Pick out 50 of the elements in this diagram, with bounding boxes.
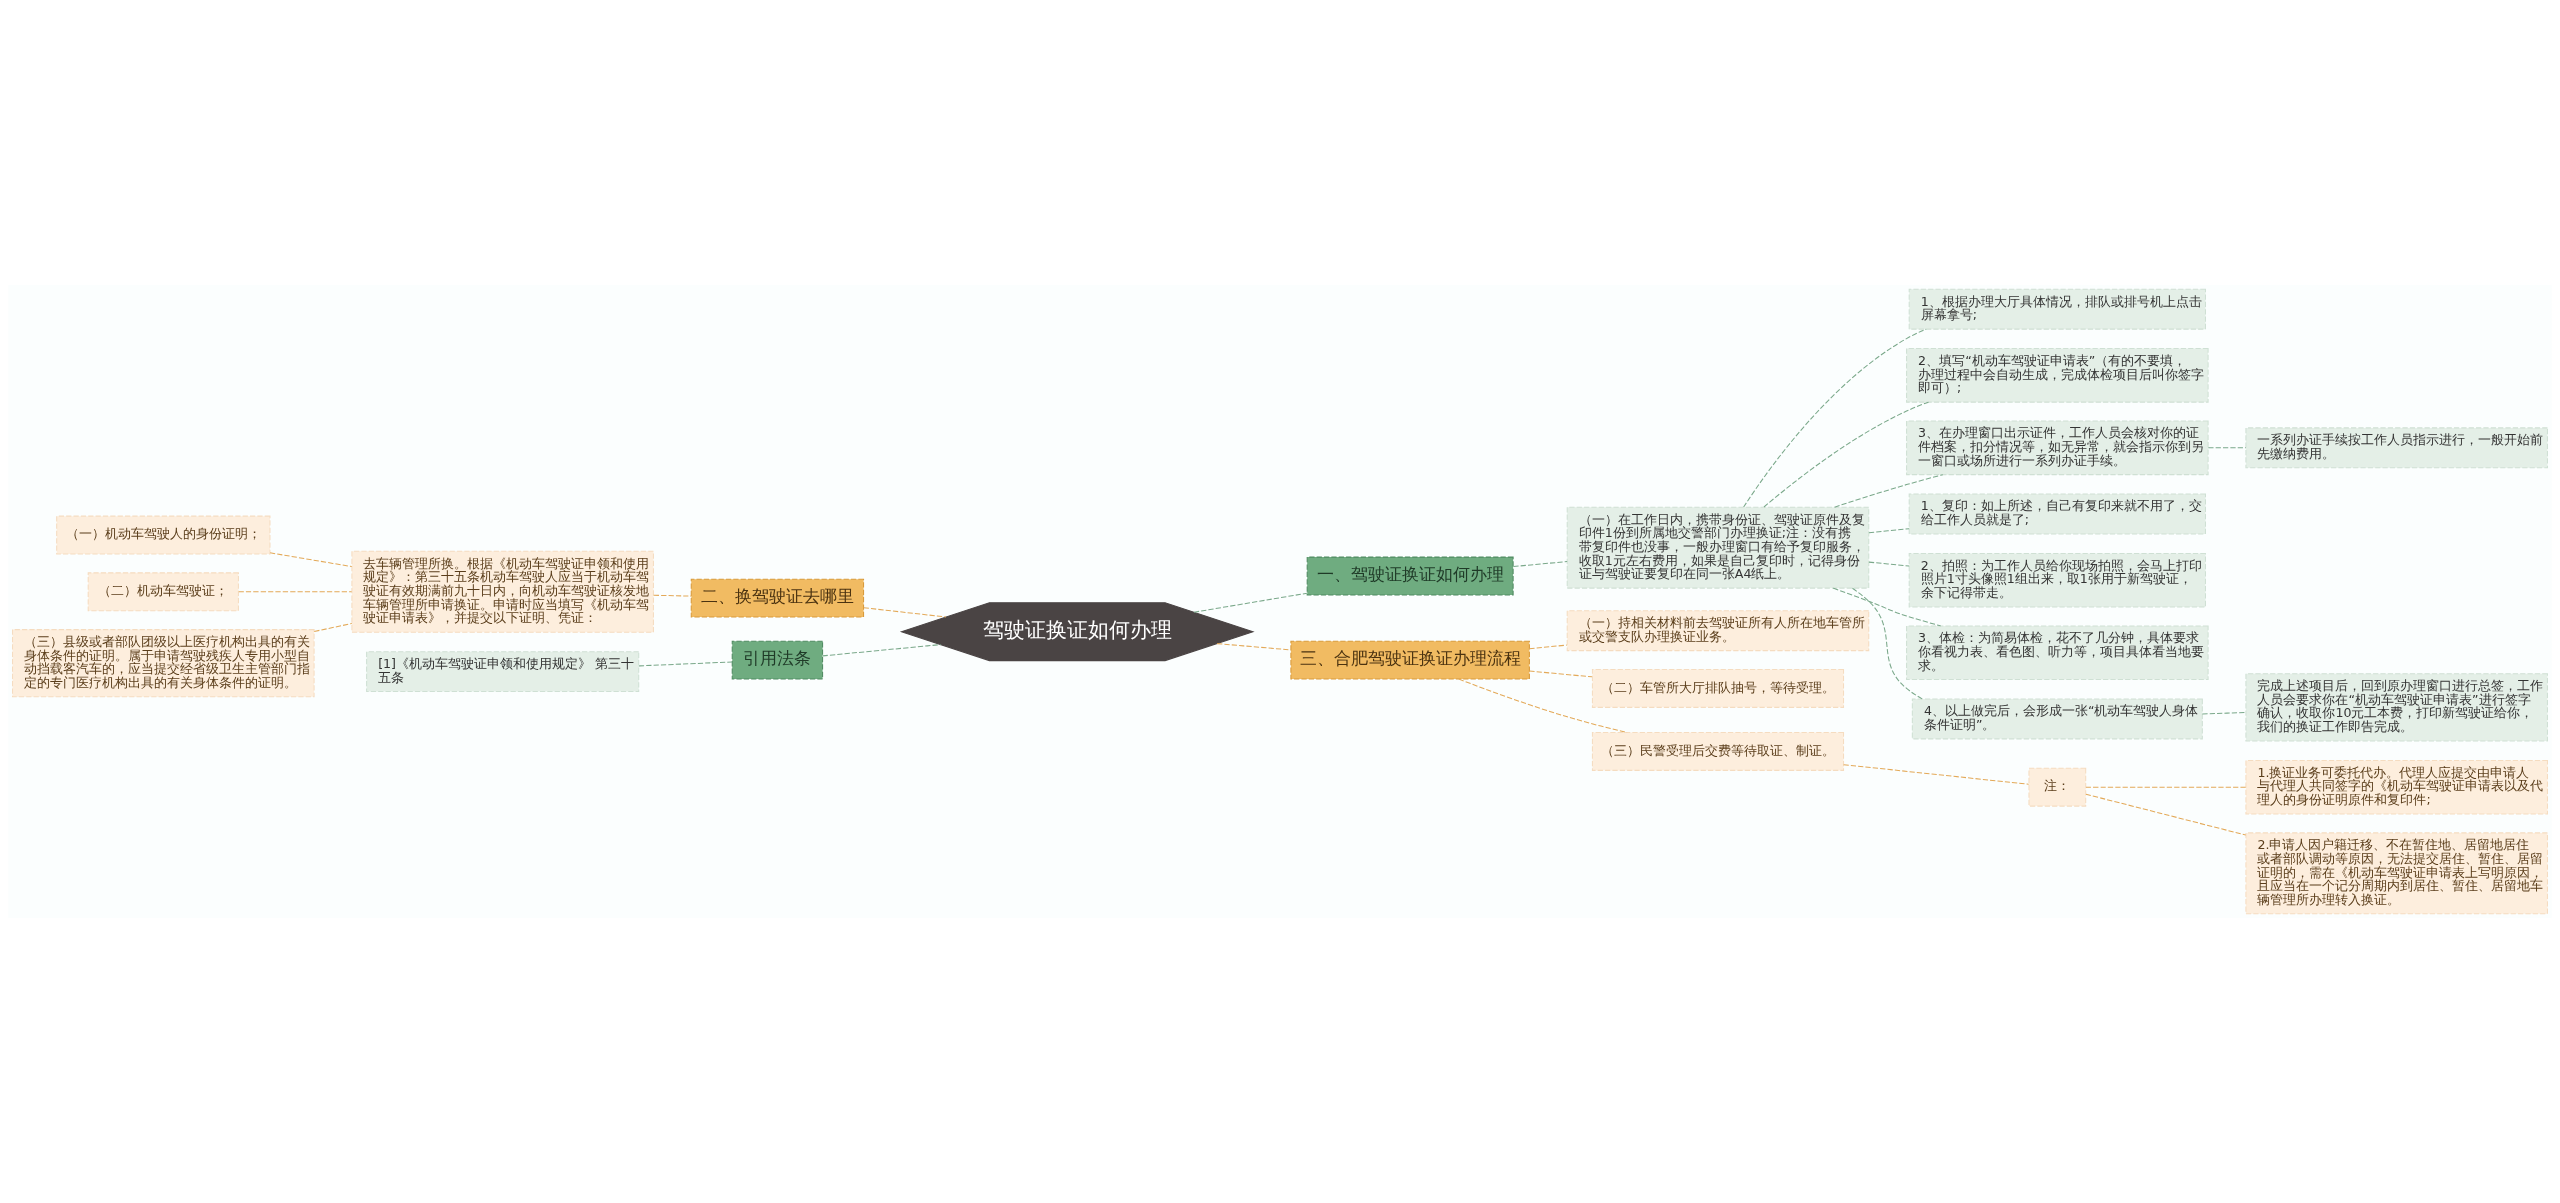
connector [1832, 587, 1942, 627]
connector [1851, 587, 1923, 700]
node-box: （二）车管所大厅排队抽号，等待受理。 [1591, 669, 1845, 708]
connector [638, 661, 733, 667]
node-box: 1.换证业务可委托代办。代理人应提交由申请人与代理人共同签字的《机动车驾驶证申请表以及代理人的身份证明原件和复印件; [2245, 759, 2548, 815]
node-box: 三、合肥驾驶证换证办理流程 [1290, 640, 1530, 680]
connector [1743, 328, 1927, 508]
connector [863, 607, 947, 618]
node-box: （三）民警受理后交费等待取证、制证。 [1591, 732, 1845, 771]
connector [1528, 644, 1568, 650]
connector [1843, 764, 2030, 785]
node-box: [1]《机动车驾驶证申领和使用规定》 第三十五条 [366, 651, 640, 693]
node-box: 二、换驾驶证去哪里 [690, 578, 865, 618]
connector [822, 644, 942, 657]
node-box: （三）县级或者部队团级以上医疗机构出具的有关身体条件的证明。属于申请驾驶残疾人专用小型自动挡载客汽车的，应当提交经省级卫生主管部门指定的专门医疗机构出具的有关身体条件的证明。 [12, 629, 315, 698]
connector [1868, 528, 1910, 534]
node-box: 3、在办理窗口出示证件，工作人员会核对你的证件档案，扣分情况等，如无异常，就会指示你到另一窗口或场所进行一系列办证手续。 [1906, 420, 2209, 476]
connector [238, 591, 353, 593]
node-box: （一）机动车驾驶人的身份证明； [56, 515, 271, 555]
connector [1528, 670, 1593, 678]
node-box: （二）机动车驾驶证； [87, 572, 239, 612]
connector [1193, 592, 1308, 613]
connector [1458, 678, 1628, 734]
node-box: 完成上述项目后，回到原办理窗口进行总签，工作人员会要求你在“机动车驾驶证申请表”进行签字确认，收取你10元工本费，打印新驾驶证给你，我们的换证工作即告完成。 [2245, 673, 2548, 742]
node-box: 引用法条 [731, 640, 824, 680]
connector [1868, 561, 1910, 567]
node-box: 2、拍照：为工作人员给你现场拍照，会马上打印照片1寸头像照1组出来，取1张用于新驾驶证，余下记得带走。 [1908, 552, 2206, 608]
connector [2207, 447, 2247, 449]
connector [313, 623, 353, 632]
connector [2085, 786, 2247, 788]
node-box: 4、以上做完后，会形成一张“机动车驾驶人身体条件证明”。 [1911, 698, 2203, 740]
node-box: 一、驾驶证换证如何办理 [1306, 556, 1514, 596]
connector [653, 594, 692, 597]
connector [2085, 793, 2247, 836]
connector [269, 552, 353, 568]
node-box: （一）持相关材料前去驾驶证所有人所在地车管所或交警支队办理换证业务。 [1566, 610, 1870, 652]
connector [1834, 474, 1944, 508]
node-box: （一）在工作日内，携带身份证、驾驶证原件及复印件1份到所属地交警部门办理换证;注：没有携带复印件也没事，一般办理窗口有给予复印服务，收取1元左右费用，如果是自己复印时，记得身份证与驾驶证要复印在同一张A4纸上。 [1566, 506, 1870, 589]
node-box: 1、复印：如上所述，自己有复印来就不用了，交给工作人员就是了; [1908, 493, 2206, 535]
connector [1763, 401, 1930, 508]
node-box: 3、体检：为简易体检，花不了几分钟，具体要求你看视力表、看色图、听力等，项目具体看当地要求。 [1906, 625, 2209, 681]
connector [1512, 561, 1568, 568]
connector [1216, 643, 1292, 651]
node-box: 2.申请人因户籍迁移、不在暂住地、居留地居住或者部队调动等原因，无法提交居住、暂住、居留证明的，需在《机动车驾驶证申请表上写明原因，且应当在一个记分周期内到居住、暂住、居留地车辆管理所办理转入换证。 [2245, 832, 2548, 915]
node-box: 1、根据办理大厅具体情况，排队或排号机上点击屏幕拿号; [1908, 288, 2206, 330]
node-box: 去车辆管理所换。根据《机动车驾驶证申领和使用规定》：第三十五条机动车驾驶人应当于机动车驾驶证有效期满前九十日内，向机动车驾驶证核发地车辆管理所申请换证。申请时应当填写《机动车驾驶证申请表》，并提交以下证明、凭证： [351, 550, 654, 633]
node-box: 2、填写“机动车驾驶证申请表”（有的不要填，办理过程中会自动生成，完成体检项目后叫你签字即可）; [1906, 348, 2209, 403]
connector [2201, 711, 2247, 715]
node-box: 注： [2028, 767, 2087, 807]
node-box: 一系列办证手续按工作人员指示进行，一般开始前先缴纳费用。 [2245, 427, 2548, 469]
